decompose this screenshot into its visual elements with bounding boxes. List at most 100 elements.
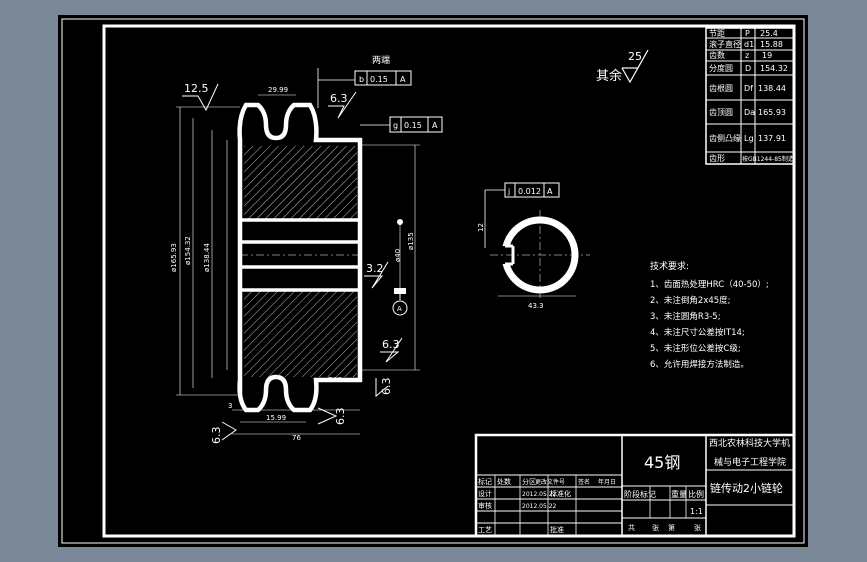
tb-row4: 工艺 — [478, 526, 492, 534]
tb-row2: 标准化 — [550, 489, 571, 498]
tb-row4: 批准 — [550, 525, 564, 534]
tol-frame-b — [354, 70, 412, 86]
sheet-label: 共 — [628, 523, 635, 532]
rest-finish-symbol: 其余 25 — [596, 49, 649, 84]
param-name: 齿侧凸缘 — [709, 133, 741, 143]
tech-item: 6、允许用焊接方法制造。 — [650, 359, 749, 370]
param-sym: Da — [744, 108, 755, 117]
rest-value: 25 — [628, 50, 642, 63]
param-sym: D — [745, 64, 751, 73]
bore-top — [238, 218, 362, 244]
dim-3: 3 — [228, 402, 232, 410]
param-sym: z — [745, 51, 749, 60]
sheet-label: 张 — [694, 523, 701, 532]
weight-label: 重量 — [671, 489, 687, 499]
dim-root: ø138.44 — [203, 243, 211, 272]
tol-b-val: 0.15 — [370, 75, 388, 84]
end-view: j 0.012 A 12 43.3 — [477, 182, 590, 310]
datum-label: A — [397, 305, 402, 313]
tb-row1: 年月日 — [598, 478, 616, 486]
tol-b-id: b — [359, 75, 364, 84]
param-name: 滚子直径 — [709, 39, 741, 49]
tb-row1: 更改文件号 — [535, 478, 565, 486]
tol-b-ref: A — [400, 75, 406, 84]
part-name: 链传动2小链轮 — [710, 481, 783, 495]
param-val: 15.88 — [760, 40, 783, 49]
param-sym: P — [745, 29, 750, 38]
dim-1599: 15.99 — [266, 414, 286, 422]
dim-keyway-w: 12 — [477, 223, 485, 232]
param-val: 137.91 — [758, 134, 786, 143]
param-sym: Lg — [744, 134, 754, 143]
param-name: 齿数 — [709, 50, 725, 60]
bore-bottom — [238, 265, 362, 292]
school-line1: 西北农林科技大学机 — [709, 437, 790, 449]
rough-63-right: 6.3 — [382, 338, 400, 351]
inner-border — [102, 24, 796, 538]
tech-item: 3、未注圆角R3-5; — [650, 311, 721, 322]
param-sym: Df — [744, 84, 753, 93]
tol-j-ref: A — [547, 187, 553, 196]
sprocket-outline — [237, 102, 363, 413]
scale-value: 1:1 — [690, 507, 703, 516]
dim-76: 76 — [292, 434, 301, 442]
param-name: 节距 — [709, 29, 725, 38]
title-block: 45钢 西北农林科技大学机 械与电子工程学院 链传动2小链轮 阶段标记 重量 比… — [474, 433, 796, 538]
hatch-upper — [244, 146, 357, 220]
drawing-sheet — [58, 15, 808, 547]
rough-63-left: 6.3 — [210, 427, 223, 445]
tol-g-ref: A — [432, 121, 438, 130]
rough-63-bottom-a: 6.3 — [380, 378, 393, 396]
param-val: 19 — [762, 51, 772, 60]
tol-frame-g — [389, 116, 443, 133]
param-sym: d1 — [744, 40, 754, 49]
outer-border — [61, 18, 805, 544]
param-table: 节距 P 25.4 滚子直径 d1 15.88 齿数 z 19 分度圆 D 15… — [705, 27, 795, 165]
school-line2: 械与电子工程学院 — [714, 456, 786, 468]
scale-label: 比例 — [688, 489, 704, 499]
rough-32: 3.2 — [366, 262, 384, 275]
tb-row1: 处数 — [497, 477, 511, 486]
tb-row2: 设计 — [478, 489, 492, 498]
hatch-lower — [244, 290, 357, 377]
tb-row3: 审核 — [478, 501, 492, 510]
dim-hub: ø135 — [407, 232, 415, 250]
rest-label: 其余 — [596, 68, 622, 84]
param-val: 25.4 — [760, 29, 778, 38]
dim-outer: ø165.93 — [170, 243, 178, 272]
sheet-label: 张 — [652, 523, 659, 532]
tb-row1: 标记 — [478, 477, 492, 486]
material: 45钢 — [644, 453, 680, 472]
param-val: 138.44 — [758, 84, 786, 93]
tech-item: 4、未注尺寸公差按IT14; — [650, 327, 745, 338]
dim-bore: ø40 — [394, 249, 402, 262]
dim-keyway-h: 43.3 — [528, 302, 544, 310]
tol-frame-j — [504, 182, 560, 198]
rough-125: 12.5 — [184, 82, 209, 95]
dim-chamfer: R08 — [328, 376, 342, 384]
tb-row1: 签名 — [578, 478, 590, 486]
param-val: 按GB1244-85制造 — [742, 155, 794, 163]
stage-label: 阶段标记 — [624, 489, 656, 499]
param-name: 齿顶圆 — [709, 108, 733, 117]
dim-pitch: ø154.32 — [184, 236, 192, 265]
keyway-gap — [498, 246, 510, 264]
tech-item: 1、齿面热处理HRC（40-50）; — [650, 279, 769, 290]
dim-top: 29.99 — [268, 86, 288, 94]
tb-row3: 2012.05.22 — [522, 503, 557, 510]
tol-j-id: j — [507, 187, 510, 196]
rough-63-top: 6.3 — [330, 92, 348, 105]
tech-item: 5、未注形位公差按C级; — [650, 343, 741, 354]
section-view: ø165.93 ø154.32 ø138.44 ø135 ø40 29.99 3… — [170, 54, 443, 445]
tol-j-val: 0.012 — [518, 187, 541, 196]
sheet-label: 第 — [668, 523, 675, 532]
tol-g-id: g — [393, 121, 398, 130]
tol-g-val: 0.15 — [404, 121, 422, 130]
section-label: 两端 — [372, 54, 390, 66]
param-val: 154.32 — [760, 64, 788, 73]
param-name: 分度圆 — [709, 63, 733, 73]
param-name: 齿形 — [709, 154, 725, 163]
tb-row1: 分区 — [522, 477, 536, 486]
rough-63-bottom-b: 6.3 — [334, 408, 347, 426]
tech-title: 技术要求: — [650, 260, 689, 272]
